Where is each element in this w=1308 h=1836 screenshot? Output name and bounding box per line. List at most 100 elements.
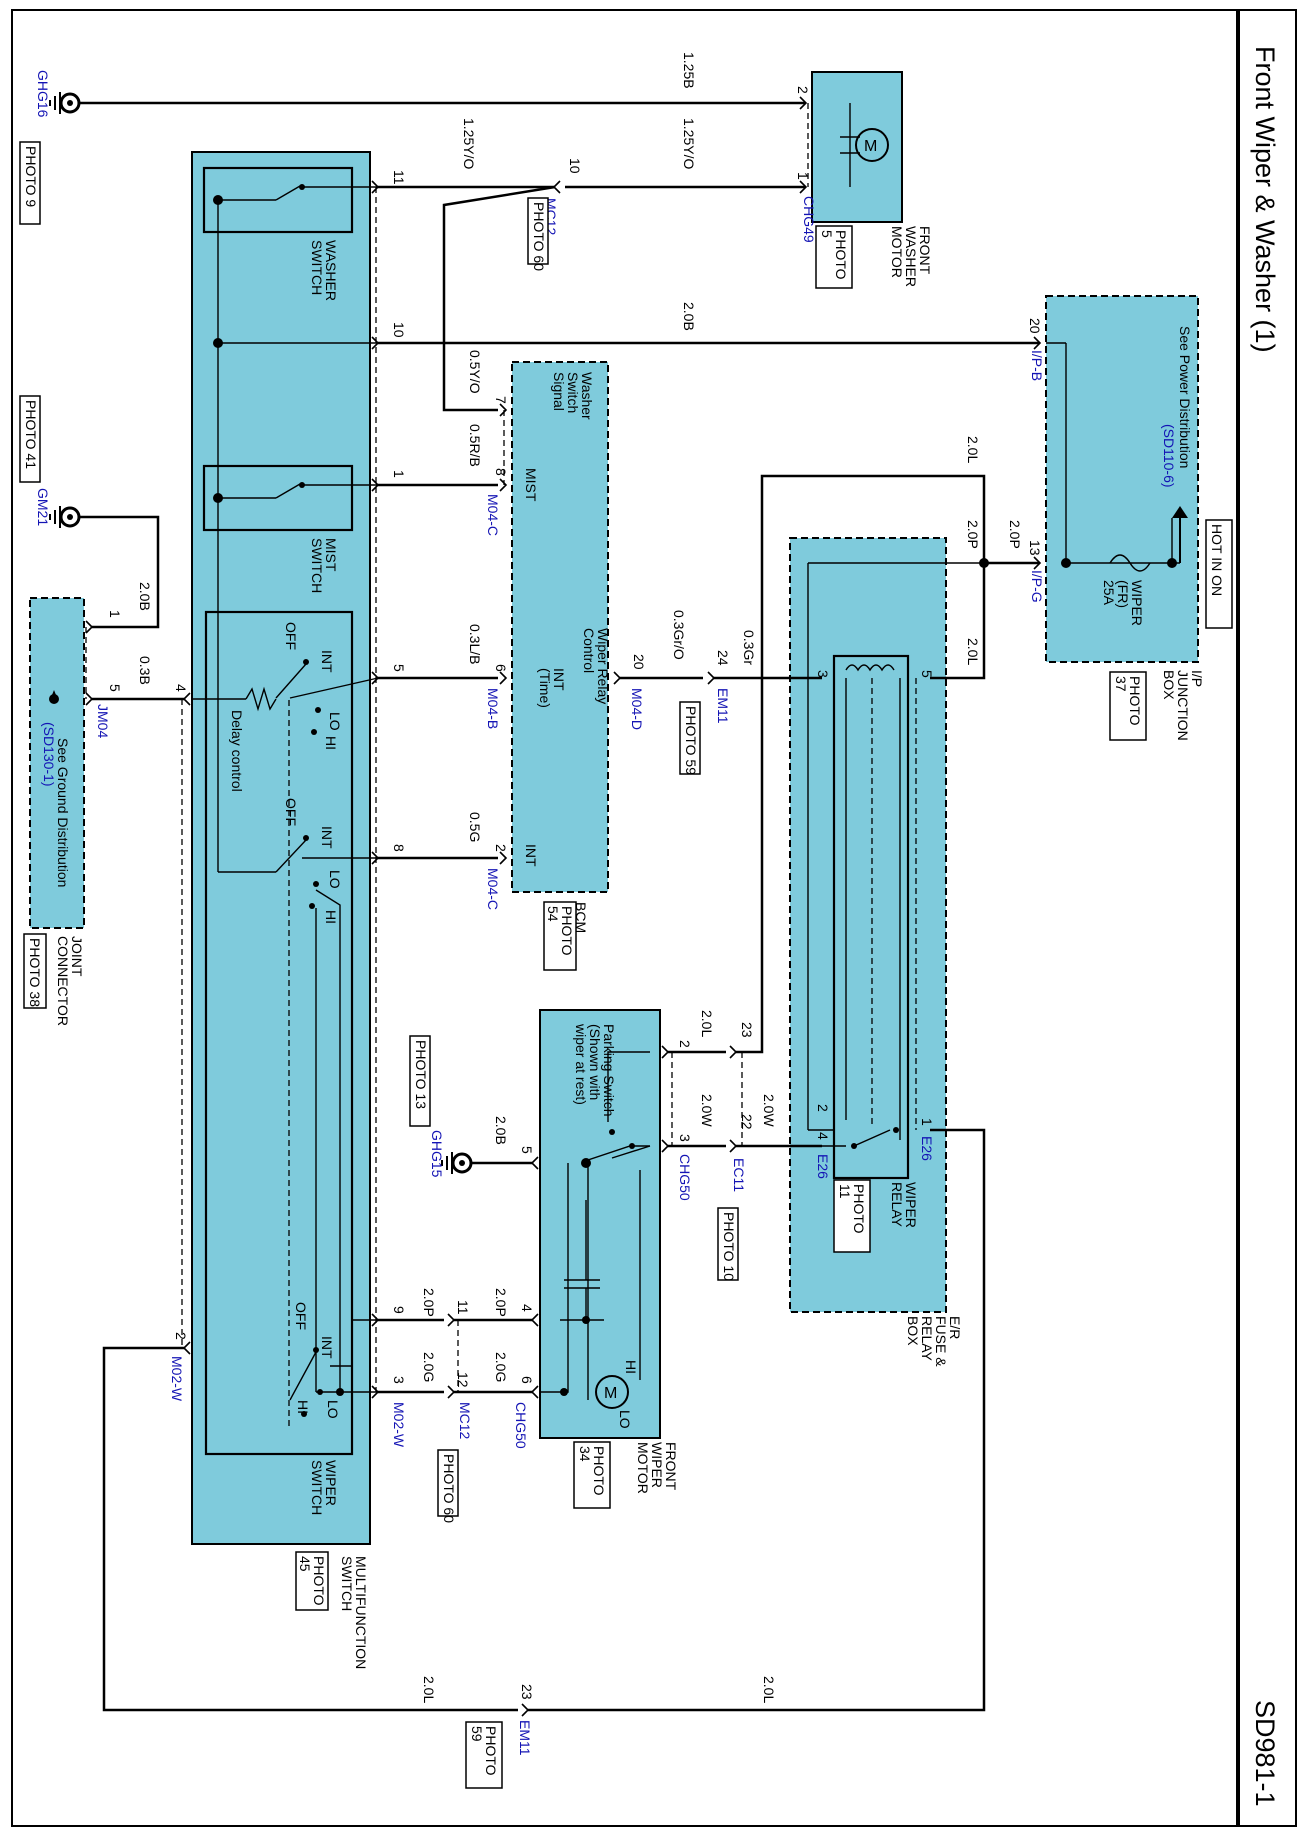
wiper-switch-label: WIPERSWITCH — [309, 1460, 339, 1515]
hi-label-3: HI — [295, 1400, 311, 1414]
em11-b-label: EM11 — [517, 1720, 533, 1756]
bcm-int: INT — [523, 844, 539, 867]
m04b-label: M04-B — [485, 688, 501, 729]
joint-connector-label: JOINTCONNECTOR — [55, 936, 85, 1026]
pin-labels: 2 1 10 11 10 20 7 8 1 13 24 20 6 5 3 5 2… — [107, 86, 1043, 1700]
pin: 12 — [455, 1372, 471, 1388]
pin: 10 — [567, 158, 583, 174]
pin: 11 — [391, 170, 407, 185]
pin: 2 — [173, 1332, 189, 1340]
wiper-motor-symbol: M — [604, 1385, 617, 1402]
gm21-label: GM21 — [35, 488, 51, 526]
washer-motor-photo: PHOTO5 — [819, 230, 849, 280]
parking-switch-label: Parking Switch(Shown withwiper at rest) — [573, 1023, 617, 1117]
pin: 3 — [391, 1376, 407, 1384]
pin: 10 — [391, 322, 407, 338]
hi-label-2: HI — [323, 910, 339, 924]
wire-2-0p-c: 2.0P — [421, 1288, 437, 1317]
er-box-label: E/RFUSE &RELAYBOX — [905, 1316, 963, 1367]
washer-motor-symbol: M — [864, 138, 877, 155]
ground-icon-gm21 — [49, 506, 81, 528]
washer-motor-label: FRONTWASHERMOTOR — [889, 226, 933, 287]
joint-ground-ref: (SD130-1) — [41, 722, 57, 787]
wire-2-0p-d: 2.0P — [493, 1288, 509, 1317]
pin: 1 — [919, 1118, 935, 1126]
bcm-photo: PHOTO54 — [545, 906, 575, 956]
off-label-2: OFF — [283, 798, 299, 826]
pin: 2 — [493, 844, 509, 852]
ground-ref-arrow — [50, 690, 58, 700]
hi-label-1: HI — [323, 736, 339, 750]
ground-icon-ghg15 — [441, 1152, 473, 1174]
wire-1-25yo-a: 1.25Y/O — [461, 118, 477, 169]
wiper-motor-lo: LO — [617, 1410, 633, 1429]
pin: 2 — [795, 86, 811, 94]
chg50-b-label: CHG50 — [513, 1402, 529, 1449]
gm21-photo: PHOTO 41 — [23, 400, 39, 469]
pin: 22 — [739, 1114, 755, 1130]
wire-2-0l-bot-b: 2.0L — [761, 1676, 777, 1703]
wire-2-0w-a: 2.0W — [699, 1094, 715, 1127]
pin: 4 — [815, 1132, 831, 1140]
wire-2-0w-b: 2.0W — [761, 1094, 777, 1127]
wire-1-25yo-b: 1.25Y/O — [681, 118, 697, 169]
wire-0-3b: 0.3B — [137, 656, 153, 685]
e26-a-label: E26 — [919, 1136, 935, 1161]
mc12-b-photo: PHOTO 60 — [441, 1454, 457, 1523]
pin: 23 — [519, 1684, 535, 1700]
wiper-switch-box — [204, 610, 354, 1456]
ip-junction-box-body — [1045, 295, 1199, 663]
mc12-b-label: MC12 — [457, 1402, 473, 1440]
pin: 5 — [107, 684, 123, 692]
pin: 8 — [391, 844, 407, 852]
wire-1-25b: 1.25B — [681, 52, 697, 89]
joint-ground-note: See Ground Distribution — [55, 738, 71, 887]
bcm-washer-signal: WasherSwitchSignal — [551, 372, 595, 420]
pin: 1 — [107, 610, 123, 618]
ip-fuse-label: WIPER(FR)25A — [1101, 580, 1145, 626]
em11-a-photo: PHOTO 59 — [683, 706, 699, 775]
pin: 20 — [631, 654, 647, 670]
wiper-motor-icon — [595, 1375, 629, 1409]
wiper-motor-photo: PHOTO34 — [577, 1446, 607, 1496]
em11-b-photo: PHOTO59 — [469, 1726, 499, 1776]
pin: 11 — [455, 1300, 471, 1315]
pin: 3 — [677, 1134, 693, 1142]
pin: 7 — [493, 396, 509, 404]
pin: 24 — [715, 650, 731, 666]
off-label-1: OFF — [283, 622, 299, 650]
jm04-label: JM04 — [95, 704, 111, 738]
bcm-body — [511, 361, 609, 893]
wire-2-0p-b: 2.0P — [1007, 520, 1023, 549]
page-id: SD981-1 — [1250, 1700, 1280, 1807]
m04d-label: M04-D — [629, 688, 645, 730]
pin: 6 — [493, 664, 509, 672]
pin: 6 — [519, 1376, 535, 1384]
chg50-a-label: CHG50 — [677, 1154, 693, 1201]
wiper-fuse — [1109, 554, 1151, 572]
bcm-relay-control: Wiper RelayControl — [581, 628, 611, 704]
wiper-relay-photo: PHOTO11 — [837, 1184, 867, 1234]
ip-junction-photo: PHOTO37 — [1113, 676, 1143, 726]
m02w-b-label: M02-W — [169, 1356, 185, 1402]
wire-0-3gr: 0.3Gr — [741, 630, 757, 665]
wire-0-3lb: 0.3L/B — [467, 624, 483, 664]
chg49-label: CHG49 — [801, 196, 817, 243]
ghg15-photo: PHOTO 13 — [413, 1040, 429, 1109]
wiper-motor-hi: HI — [623, 1360, 639, 1374]
switch-contacts — [245, 184, 899, 1417]
m04c-a-label: M04-C — [485, 494, 501, 536]
washer-switch-label: WASHERSWITCH — [309, 240, 339, 301]
pin: 13 — [1027, 540, 1043, 556]
em11-a-label: EM11 — [715, 688, 731, 724]
lo-label-1: LO — [327, 712, 343, 731]
wiper-motor-label: FRONTWIPERMOTOR — [635, 1442, 679, 1494]
wire-0-3gro: 0.3Gr/O — [671, 610, 687, 660]
ip-junction-label: I/PJUNCTIONBOX — [1161, 670, 1205, 741]
wire-2-0p-a: 2.0P — [965, 520, 981, 549]
sheet-title: Front Wiper & Washer (1) — [1250, 46, 1280, 353]
internal-lines — [192, 186, 1180, 1400]
pin: 2 — [677, 1040, 693, 1048]
pin: 5 — [919, 670, 935, 678]
ghg16-label: GHG16 — [35, 70, 51, 118]
